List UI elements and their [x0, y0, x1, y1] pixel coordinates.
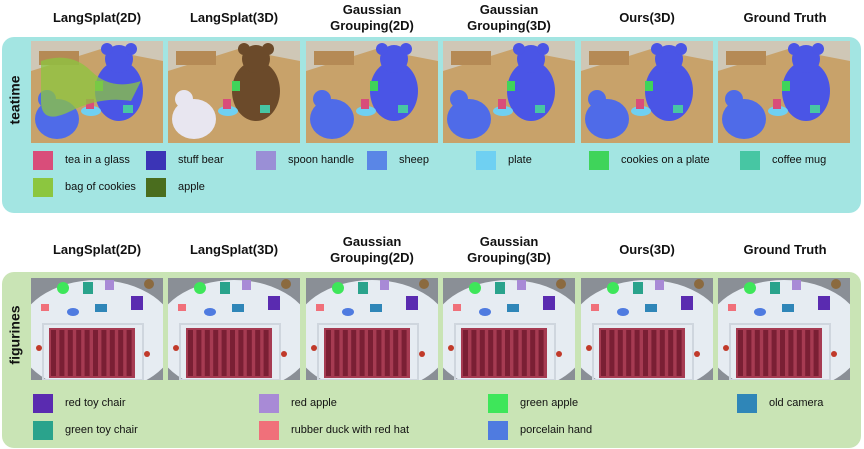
- scene-label-text: figurines: [7, 305, 23, 365]
- column-header: LangSplat(2D): [52, 242, 142, 257]
- legend-item: green toy chair: [33, 420, 138, 440]
- figurines-result-image: [443, 278, 575, 380]
- legend-item: plate: [476, 150, 532, 170]
- legend-swatch: [488, 420, 508, 440]
- legend-item: rubber duck with red hat: [259, 420, 409, 440]
- legend-item: bag of cookies: [33, 177, 136, 197]
- figurines-result-image: [718, 278, 850, 380]
- column-header: LangSplat(3D): [189, 10, 279, 25]
- legend-label: old camera: [769, 397, 824, 409]
- scene-label-text: teatime: [7, 75, 23, 125]
- legend-swatch: [256, 150, 276, 170]
- figurines-result-image: [31, 278, 163, 380]
- legend-label: red toy chair: [65, 397, 126, 409]
- legend-item: sheep: [367, 150, 429, 170]
- teatime-result-image: [718, 41, 850, 143]
- legend-swatch: [589, 150, 609, 170]
- legend-label: porcelain hand: [520, 424, 593, 436]
- figurines-result-image: [581, 278, 713, 380]
- column-header: Ground Truth: [743, 242, 827, 257]
- legend-label: rubber duck with red hat: [291, 424, 410, 436]
- legend-swatch: [33, 150, 53, 170]
- legend-item: porcelain hand: [488, 420, 592, 440]
- legend-item: tea in a glass: [33, 150, 130, 170]
- legend-swatch: [367, 150, 387, 170]
- legend-swatch: [146, 177, 166, 197]
- teatime-result-image: [443, 41, 575, 143]
- legend-label: coffee mug: [772, 154, 827, 166]
- legend-label: spoon handle: [288, 154, 355, 166]
- teatime-result-image: [168, 41, 300, 143]
- column-header: Ground Truth: [743, 10, 827, 25]
- figurines-result-image: [168, 278, 300, 380]
- legend-item: red toy chair: [33, 393, 126, 413]
- legend-label: red apple: [291, 397, 337, 409]
- legend-swatch: [737, 393, 757, 413]
- legend-swatch: [33, 177, 53, 197]
- teatime-result-image: [581, 41, 713, 143]
- legend-item: old camera: [737, 393, 823, 413]
- column-header: LangSplat(3D): [189, 242, 279, 257]
- legend-swatch: [476, 150, 496, 170]
- legend-item: coffee mug: [740, 150, 826, 170]
- legend-swatch: [146, 150, 166, 170]
- legend-swatch: [33, 393, 53, 413]
- scene-label: teatime: [2, 45, 28, 155]
- legend-label: plate: [508, 154, 532, 166]
- figurines-result-image: [306, 278, 438, 380]
- teatime-result-image: [31, 41, 163, 143]
- legend-label: cookies on a plate: [621, 154, 710, 166]
- legend-swatch: [259, 420, 279, 440]
- column-header: Ours(3D): [619, 10, 675, 25]
- teatime-result-image: [306, 41, 438, 143]
- column-header: LangSplat(2D): [52, 10, 142, 25]
- legend-swatch: [259, 393, 279, 413]
- scene-label: figurines: [2, 280, 28, 390]
- legend-item: apple: [146, 177, 205, 197]
- legend-swatch: [740, 150, 760, 170]
- legend-swatch: [488, 393, 508, 413]
- legend-swatch: [33, 420, 53, 440]
- legend-item: green apple: [488, 393, 578, 413]
- legend-label: sheep: [399, 154, 429, 166]
- column-header: Ours(3D): [619, 242, 675, 257]
- legend-item: red apple: [259, 393, 337, 413]
- legend-label: stuff bear: [178, 154, 224, 166]
- legend-label: green apple: [520, 397, 579, 409]
- legend-label: tea in a glass: [65, 154, 130, 166]
- legend-label: green toy chair: [65, 424, 138, 436]
- legend-label: apple: [178, 181, 205, 193]
- legend-item: spoon handle: [256, 150, 354, 170]
- legend-item: stuff bear: [146, 150, 224, 170]
- legend-label: bag of cookies: [65, 181, 136, 193]
- legend-item: cookies on a plate: [589, 150, 710, 170]
